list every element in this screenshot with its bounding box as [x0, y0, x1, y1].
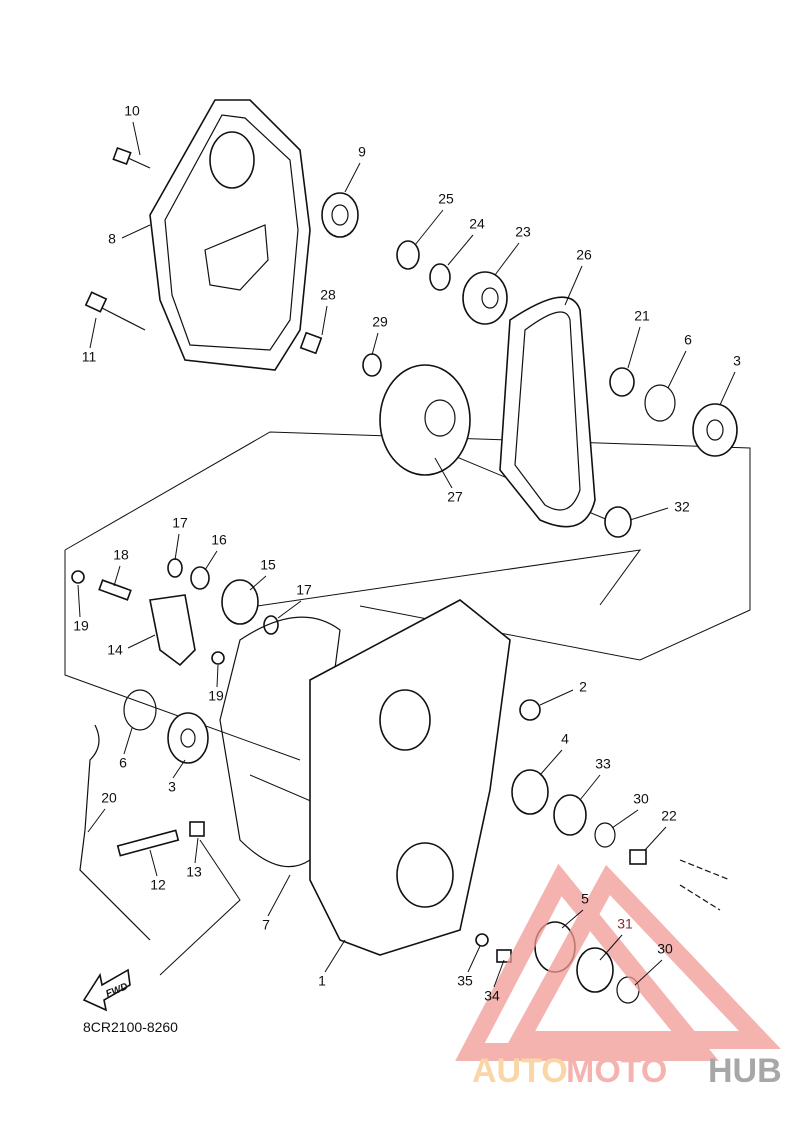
- leader-line: [267, 874, 291, 917]
- leader-line: [132, 121, 141, 156]
- callout-label: 19: [208, 688, 224, 704]
- leader-line: [629, 507, 669, 521]
- callout-label: 6: [684, 332, 692, 348]
- leader-line: [277, 600, 302, 619]
- callout-label: 19: [73, 618, 89, 634]
- callout-label: 10: [124, 103, 140, 119]
- leader-line: [564, 265, 583, 306]
- leader-line: [644, 826, 667, 851]
- callout-label: 32: [674, 499, 690, 515]
- watermark-auto: AUTO: [472, 1052, 568, 1090]
- leader-line: [216, 664, 219, 688]
- leader-line: [434, 457, 453, 489]
- callout-label: 34: [484, 988, 500, 1004]
- leader-line: [89, 317, 97, 349]
- leader-line: [414, 209, 444, 246]
- leader-line: [77, 584, 81, 618]
- callout-label: 30: [633, 791, 649, 807]
- leader-line: [634, 959, 663, 986]
- callout-label: 30: [657, 941, 673, 957]
- callout-label: 28: [320, 287, 336, 303]
- leader-line: [324, 939, 346, 973]
- callout-label: 12: [150, 877, 166, 893]
- callout-label: 3: [733, 353, 741, 369]
- leader-line: [539, 749, 563, 776]
- leader-line: [149, 849, 158, 877]
- callout-label: 17: [172, 515, 188, 531]
- callout-label: 21: [634, 308, 650, 324]
- callout-label: 31: [617, 916, 633, 932]
- leader-line: [121, 224, 151, 239]
- leader-line: [249, 575, 267, 591]
- leader-line: [204, 550, 218, 571]
- callout-label: 23: [515, 224, 531, 240]
- callout-label: 27: [447, 489, 463, 505]
- leader-line: [561, 909, 584, 929]
- callout-label: 13: [186, 864, 202, 880]
- leader-line: [127, 634, 156, 649]
- leader-line: [113, 565, 121, 587]
- leader-line: [611, 809, 639, 829]
- automotohub-watermark-logo: AUTO MOTO HUB: [455, 863, 782, 1090]
- callout-label: 33: [595, 756, 611, 772]
- callout-label: 4: [561, 731, 569, 747]
- forward-arrow-icon: FWD: [82, 968, 131, 1012]
- leader-line: [321, 305, 328, 336]
- leader-line: [344, 162, 361, 193]
- callout-label: 26: [576, 247, 592, 263]
- watermark-moto: MOTO: [566, 1052, 667, 1090]
- callout-label: 24: [469, 216, 485, 232]
- callout-label: 22: [661, 808, 677, 824]
- callout-label: 15: [260, 557, 276, 573]
- leader-line: [194, 837, 199, 864]
- leader-line: [172, 759, 186, 779]
- chain-case-cover: [149, 99, 311, 371]
- leader-line: [447, 234, 474, 266]
- callout-label: 14: [107, 642, 123, 658]
- leader-line: [627, 326, 641, 369]
- leader-line: [719, 371, 736, 406]
- leader-line: [123, 727, 133, 755]
- leader-line: [87, 808, 106, 833]
- parts: [71, 146, 738, 1004]
- leader-line: [579, 774, 601, 801]
- callout-label: 29: [372, 314, 388, 330]
- leader-line: [371, 332, 379, 356]
- leader-lines: [77, 121, 736, 988]
- leader-line: [494, 242, 520, 276]
- diagram-code: 8CR2100-8260: [83, 1019, 178, 1035]
- callout-label: 1: [318, 973, 326, 989]
- callout-label: 3: [168, 779, 176, 795]
- callout-label: 35: [457, 973, 473, 989]
- callout-label: 5: [581, 891, 589, 907]
- watermark-hub: HUB: [708, 1052, 782, 1090]
- callout-label: 16: [211, 532, 227, 548]
- callout-label: 8: [108, 231, 116, 247]
- callout-label: 25: [438, 191, 454, 207]
- callout-label: 6: [119, 755, 127, 771]
- callout-label: 18: [113, 547, 129, 563]
- leader-line: [467, 945, 481, 973]
- callout-label: 17: [296, 582, 312, 598]
- leader-line: [539, 689, 574, 706]
- leader-line: [174, 533, 180, 561]
- callout-label: 7: [262, 917, 270, 933]
- callout-label: 2: [579, 679, 587, 695]
- callout-label: 9: [358, 144, 366, 160]
- leader-line: [599, 934, 623, 961]
- callout-label: 11: [82, 349, 97, 365]
- callout-label: 20: [101, 790, 117, 806]
- leader-line: [667, 350, 687, 389]
- leader-line: [493, 959, 505, 988]
